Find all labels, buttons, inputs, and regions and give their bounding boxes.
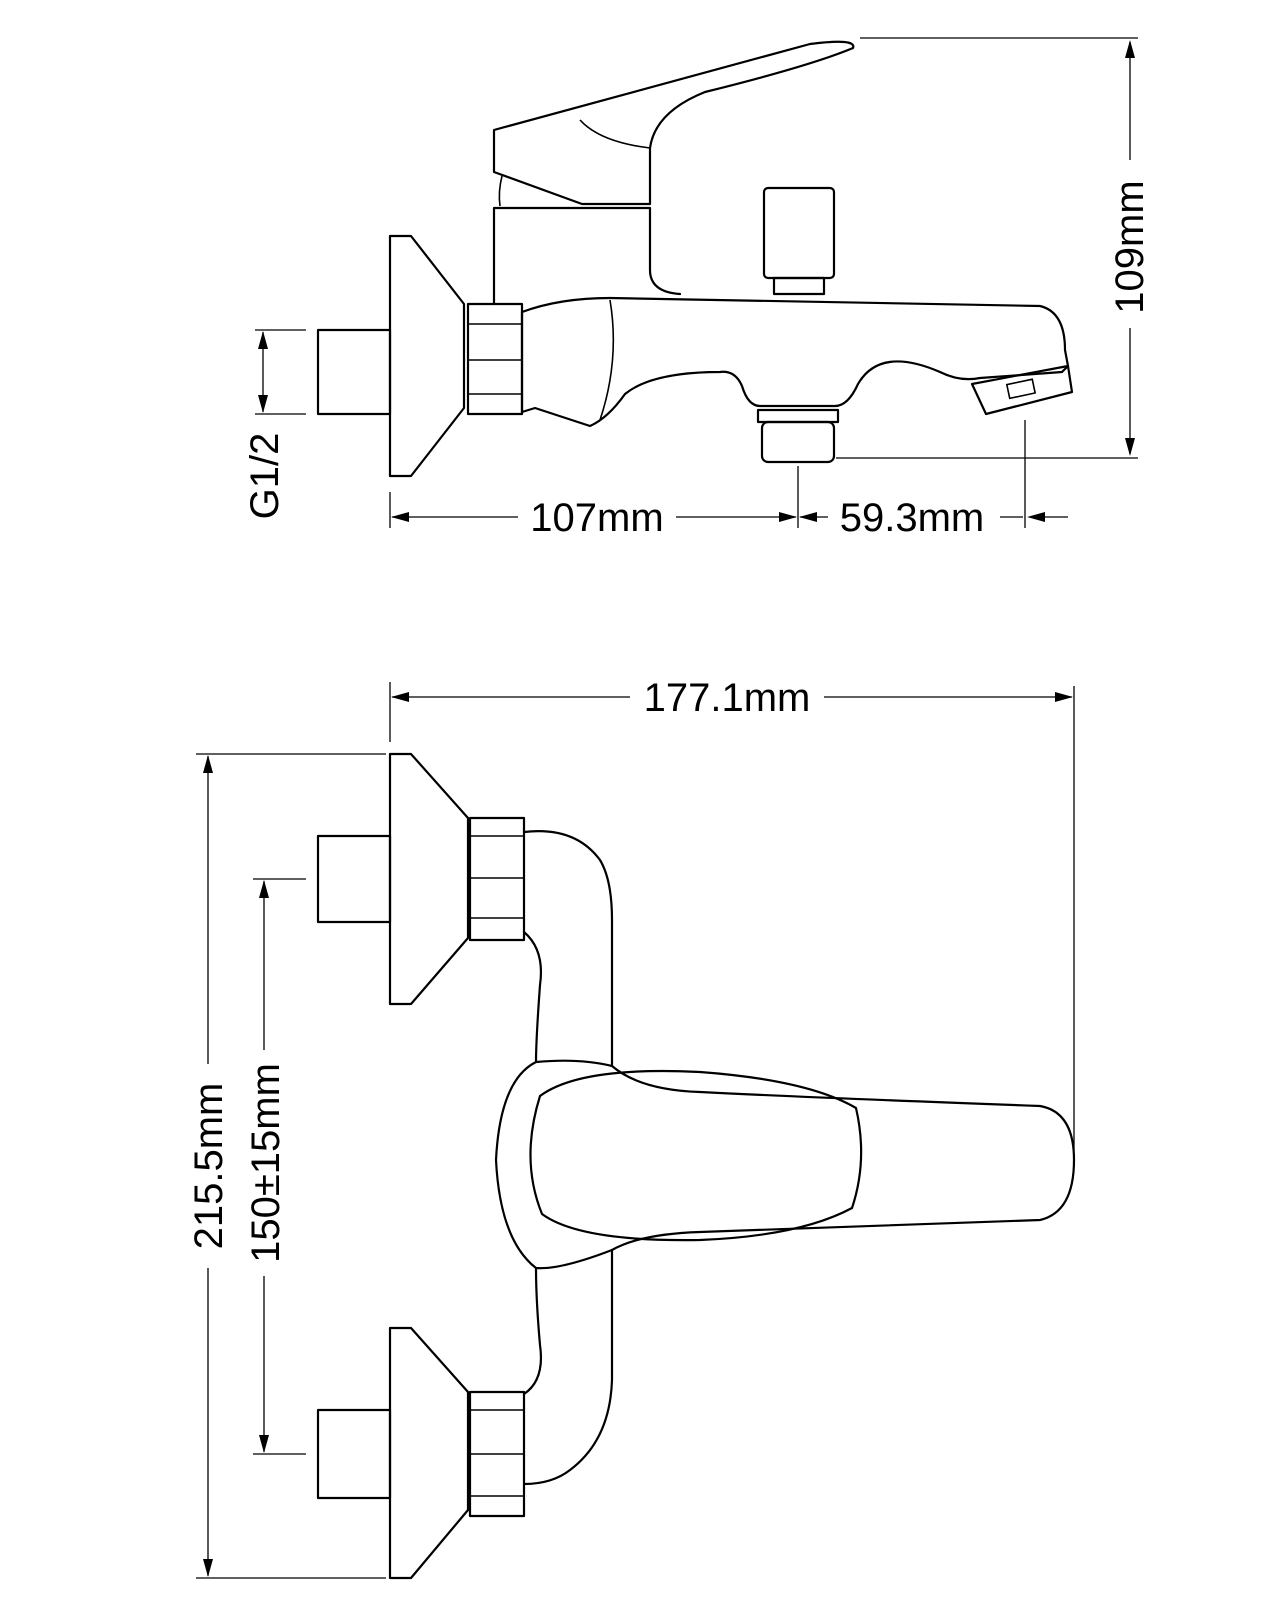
- side-view: 109mm G1/2 107mm 59.3mm: [243, 37, 1152, 540]
- side-hex-nut: [466, 302, 524, 416]
- dim-width: [389, 682, 1075, 1150]
- side-lever-handle: [492, 40, 855, 206]
- side-mixer-body: [492, 206, 682, 306]
- dim-total-height-label: 215.5mm: [187, 1083, 231, 1250]
- dim-body-length: [389, 466, 799, 528]
- dim-height-label: 109mm: [1108, 180, 1152, 313]
- dim-body-length-label: 107mm: [530, 496, 663, 540]
- top-view: 177.1mm 215.5mm 150±15mm: [187, 676, 1076, 1580]
- dim-total-height: [196, 753, 386, 1579]
- dim-center-distance: [253, 878, 306, 1455]
- top-upper-inlet-pipe: [316, 834, 392, 924]
- top-mixer-cap: [529, 1069, 863, 1242]
- top-body: [522, 830, 614, 1068]
- top-lever-handle: [494, 1059, 1076, 1270]
- top-lower-hex-nut: [468, 1390, 526, 1518]
- dim-height: [836, 37, 1138, 459]
- top-upper-flange: [388, 752, 470, 1006]
- side-inlet-pipe: [316, 328, 392, 416]
- dim-pipe: [255, 329, 306, 415]
- dim-width-label: 177.1mm: [644, 676, 811, 720]
- dim-spout-offset-label: 59.3mm: [840, 496, 985, 540]
- side-diverter-knob: [762, 186, 836, 296]
- side-wall-flange: [388, 234, 466, 478]
- top-upper-hex-nut: [468, 816, 526, 942]
- dim-center-distance-label: 150±15mm: [244, 1063, 288, 1263]
- top-lower-flange: [388, 1326, 470, 1580]
- side-aerator: [970, 364, 1074, 416]
- top-lower-inlet-pipe: [316, 1408, 392, 1500]
- side-spout: [520, 296, 1070, 428]
- dim-spout-offset: [799, 420, 1068, 528]
- side-hose-connector: [756, 408, 840, 464]
- dim-pipe-label: G1/2: [243, 433, 287, 520]
